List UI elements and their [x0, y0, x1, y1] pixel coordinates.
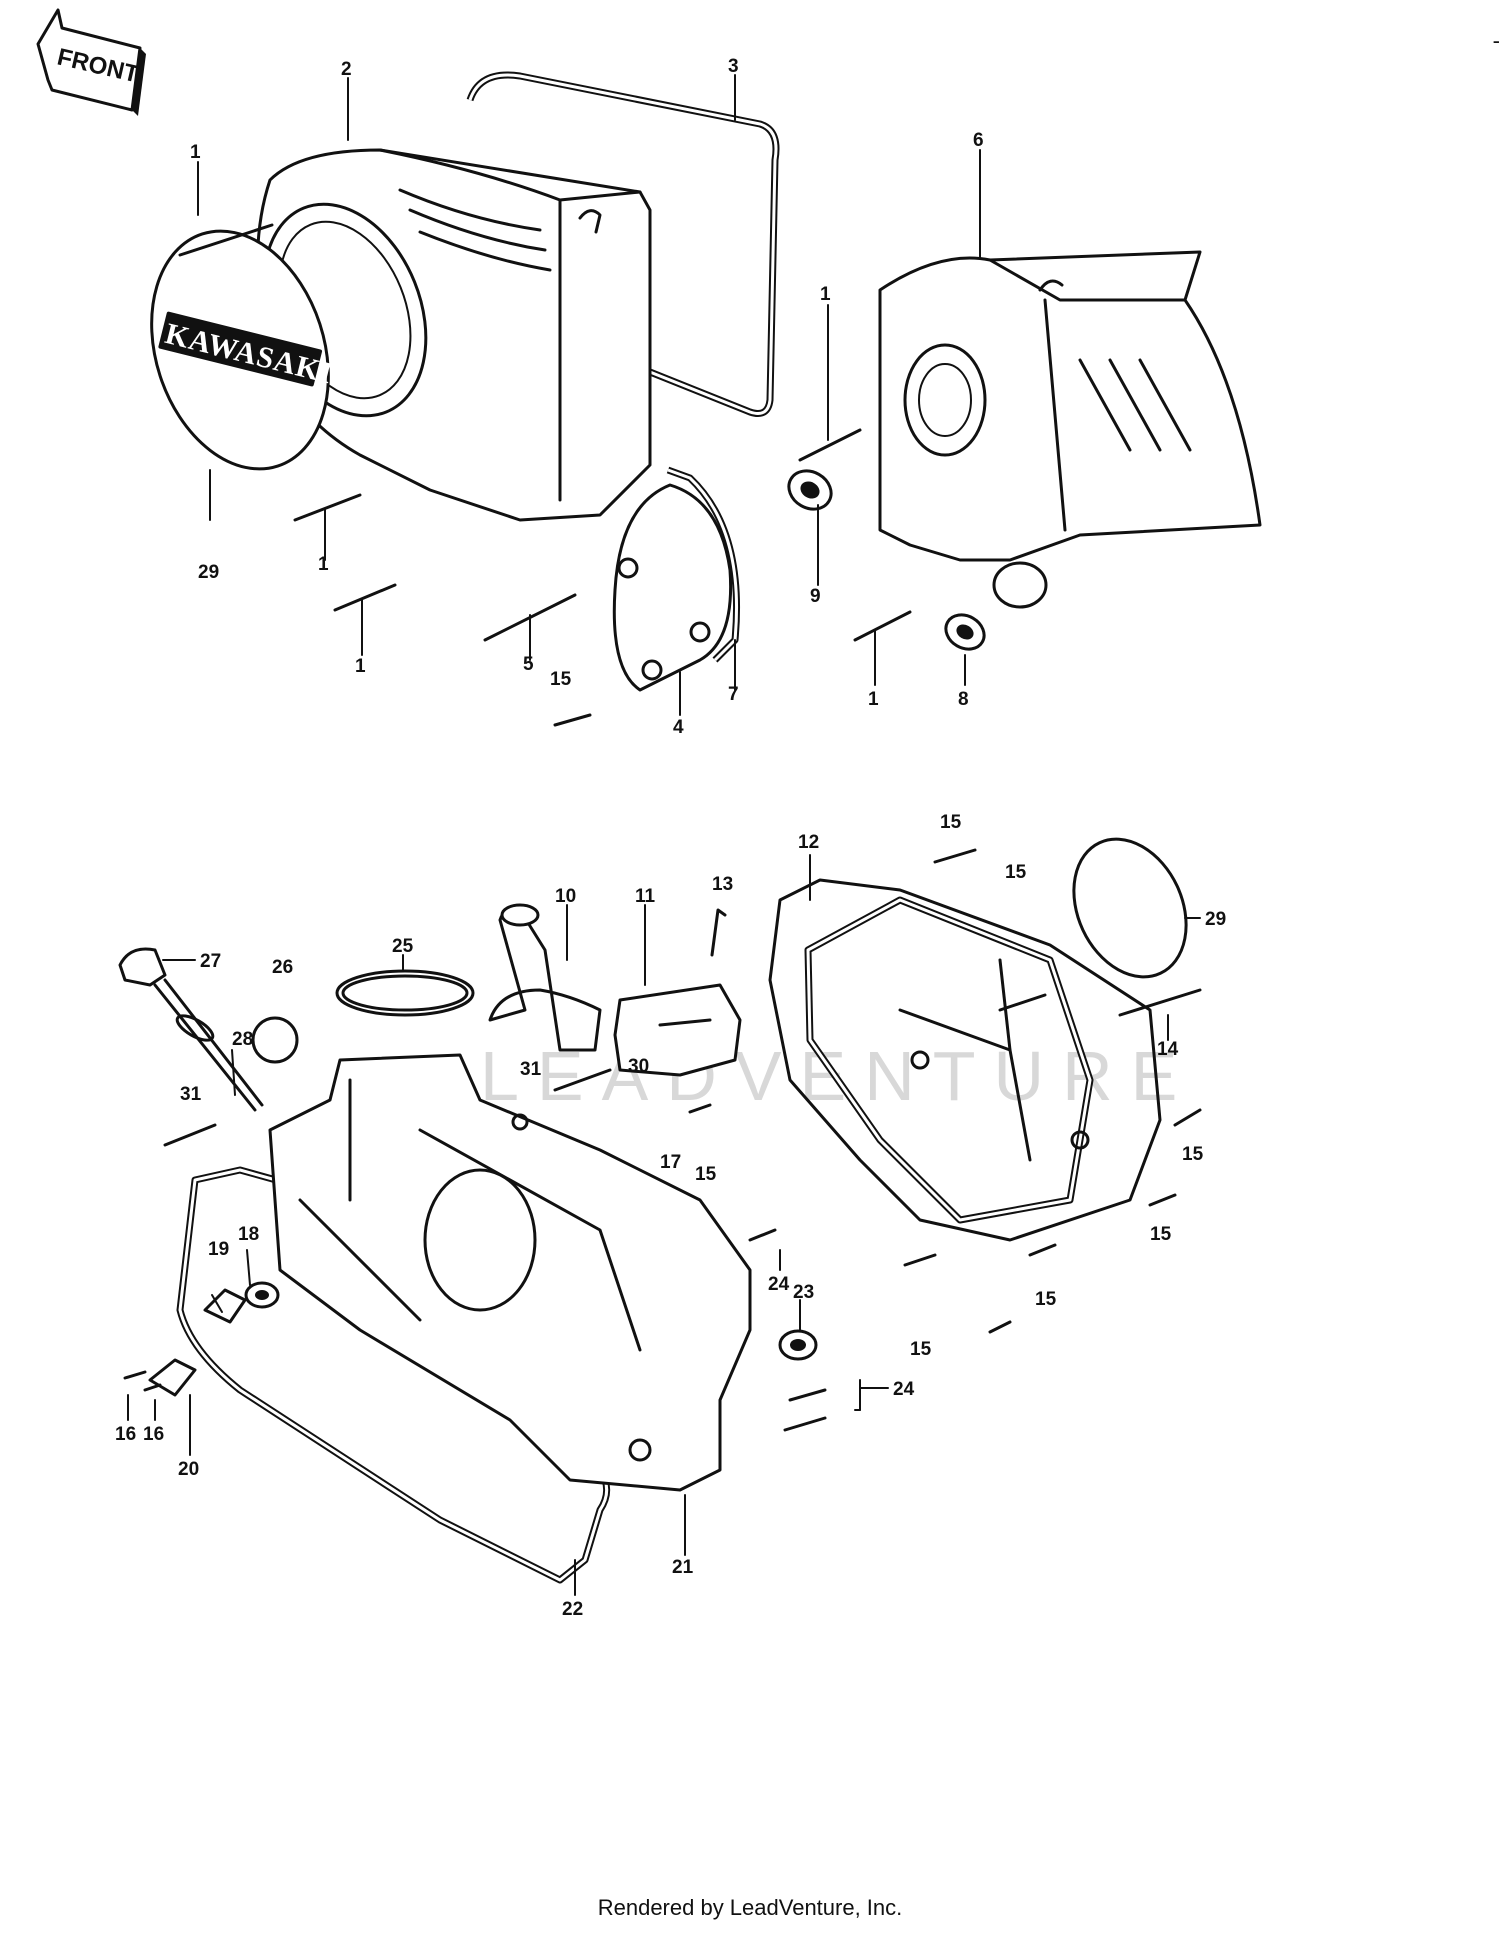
callout-22: 22	[562, 1599, 583, 1620]
part-11-breather-cover	[613, 983, 742, 1077]
callout-13: 13	[712, 874, 733, 895]
callout-11: 11	[635, 886, 656, 907]
callout-15-a: 15	[550, 669, 572, 690]
callout-1-a: 1	[190, 142, 201, 163]
callout-26: 26	[272, 957, 293, 978]
part-6-sprocket-cover	[878, 250, 1262, 609]
callout-18: 18	[238, 1224, 259, 1245]
part-29-kawasaki-badge: KAWASAKI	[150, 229, 336, 471]
callout-1-d: 1	[355, 656, 366, 677]
callout-15-f: 15	[1150, 1224, 1172, 1245]
part-20-plate	[148, 1358, 197, 1397]
callout-4: 4	[673, 717, 684, 738]
callout-15-h: 15	[910, 1339, 932, 1360]
leader-lines	[127, 74, 1201, 1596]
part-8-oil-seal	[944, 613, 986, 651]
callout-25: 25	[392, 936, 414, 957]
part-4-small-cover	[612, 466, 741, 692]
part-9-oil-seal	[787, 469, 833, 511]
callout-27: 27	[200, 951, 221, 972]
callout-1-b: 1	[820, 284, 831, 305]
callout-7: 7	[728, 684, 739, 705]
callout-19: 19	[208, 1239, 229, 1260]
callout-24-a: 24	[768, 1274, 790, 1295]
front-direction-arrow: FRONT	[36, 8, 146, 116]
callout-28: 28	[232, 1029, 253, 1050]
callout-24-b: 24	[893, 1379, 915, 1400]
part-26-plug	[251, 1016, 299, 1064]
callout-15-d: 15	[695, 1164, 717, 1185]
callout-16-a: 16	[115, 1424, 136, 1445]
callout-1-c: 1	[318, 554, 329, 575]
callout-14: 14	[1157, 1039, 1179, 1060]
part-29-lens	[1072, 837, 1188, 979]
callout-16-b: 16	[143, 1424, 164, 1445]
callout-29-top: 29	[198, 562, 219, 583]
callout-31-b: 31	[180, 1084, 202, 1105]
part-10-breather-boot	[488, 903, 602, 1052]
callout-15-g: 15	[1035, 1289, 1057, 1310]
part-28-gasket	[175, 1014, 215, 1042]
part-13-clip	[710, 908, 727, 957]
bottom-bolts	[123, 848, 1202, 1432]
part-25-o-ring	[335, 969, 475, 1017]
callout-30: 30	[628, 1056, 649, 1077]
callout-10: 10	[555, 886, 576, 907]
part-12-clutch-cover	[768, 878, 1162, 1242]
callout-1-e: 1	[868, 689, 879, 710]
callout-6: 6	[973, 130, 984, 151]
callout-31-a: 31	[520, 1059, 542, 1080]
callout-23: 23	[793, 1282, 814, 1303]
callout-21: 21	[672, 1557, 694, 1578]
callout-12: 12	[798, 832, 819, 853]
part-23-seal	[778, 1329, 818, 1361]
part-19-plate	[203, 1288, 247, 1324]
part-27-oil-filler-cap	[118, 947, 264, 1112]
callout-3: 3	[728, 56, 739, 77]
callout-20: 20	[178, 1459, 199, 1480]
part-3-gasket	[466, 71, 780, 417]
corner-mark: -	[1492, 28, 1500, 53]
callout-2: 2	[341, 59, 352, 80]
part-18-grommet	[244, 1281, 280, 1309]
callout-5: 5	[523, 654, 534, 675]
callout-labels: 1 2 3 6 1 29 1 1 5 15 4 7 9 1 8 12 15 15…	[115, 56, 1226, 1620]
callout-8: 8	[958, 689, 969, 710]
callout-9: 9	[810, 586, 821, 607]
part-21-crankcase-cover	[268, 1053, 752, 1492]
callout-15-e: 15	[1182, 1144, 1204, 1165]
callout-15-c: 15	[1005, 862, 1027, 883]
footer-credit: Rendered by LeadVenture, Inc.	[597, 1895, 903, 1920]
callout-15-b: 15	[940, 812, 962, 833]
callout-29-bottom: 29	[1205, 909, 1226, 930]
callout-17: 17	[660, 1152, 681, 1173]
